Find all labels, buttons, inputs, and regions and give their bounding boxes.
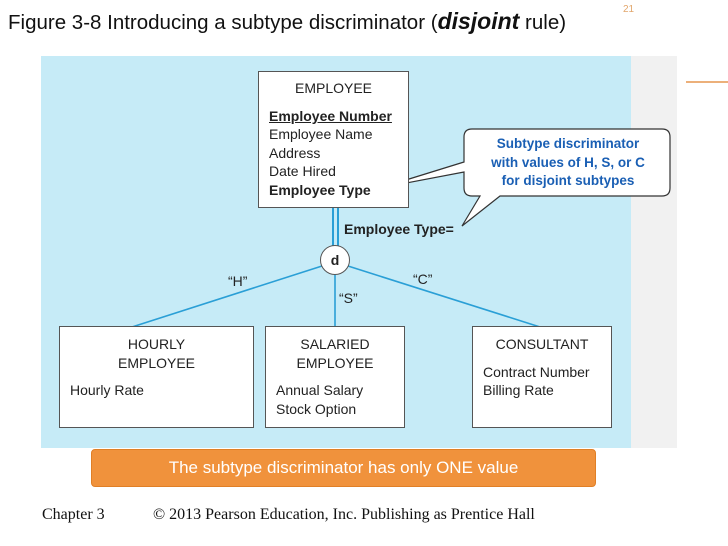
page-number: 21 xyxy=(623,4,635,15)
callout-text: Subtype discriminator with values of H, … xyxy=(491,136,645,188)
entity-attribute: Employee Name xyxy=(269,126,373,142)
value-salaried: “S” xyxy=(339,290,358,306)
salaried-employee-entity: SALARIED EMPLOYEE Annual Salary Stock Op… xyxy=(265,326,405,428)
slide-title: Figure 3-8 Introducing a subtype discrim… xyxy=(8,8,567,34)
entity-attribute: Date Hired xyxy=(269,163,336,179)
consultant-entity: CONSULTANT Contract Number Billing Rate xyxy=(472,326,612,428)
entity-attribute: Billing Rate xyxy=(483,382,554,398)
entity-name: HOURLY xyxy=(127,336,186,352)
connector-hourly xyxy=(131,265,323,328)
entity-name: EMPLOYEE xyxy=(294,80,373,96)
value-consultant: “C” xyxy=(413,271,433,287)
hourly-employee-entity: HOURLY EMPLOYEE Hourly Rate xyxy=(59,326,254,428)
entity-attribute: Hourly Rate xyxy=(70,382,144,398)
entity-name: CONSULTANT xyxy=(495,336,589,352)
panel-extension xyxy=(631,56,677,448)
entity-attribute: Annual Salary xyxy=(276,382,364,398)
employee-entity: EMPLOYEE Employee Number Employee Name A… xyxy=(258,71,409,208)
summary-banner: The subtype discriminator has only ONE v… xyxy=(91,449,596,487)
entity-attribute: Contract Number xyxy=(483,364,590,380)
footer-copyright: © 2013 Pearson Education, Inc. Publishin… xyxy=(153,506,535,523)
connector-consultant xyxy=(347,265,541,328)
callout-bubble xyxy=(379,128,671,227)
disjoint-circle: d xyxy=(320,245,350,275)
entity-name: EMPLOYEE xyxy=(296,355,374,371)
footer-chapter: Chapter 3 xyxy=(42,506,105,523)
entity-name: EMPLOYEE xyxy=(117,355,196,371)
entity-name: SALARIED xyxy=(300,336,370,352)
value-hourly: “H” xyxy=(228,273,248,289)
decorative-line xyxy=(686,81,728,83)
entity-attribute: Address xyxy=(269,145,321,161)
entity-attribute: Stock Option xyxy=(276,401,357,417)
discriminator-attribute: Employee Type xyxy=(269,182,371,198)
discriminator-label: Employee Type= xyxy=(344,221,454,237)
title-emphasis: disjoint xyxy=(437,8,520,34)
entity-identifier: Employee Number xyxy=(269,108,392,124)
